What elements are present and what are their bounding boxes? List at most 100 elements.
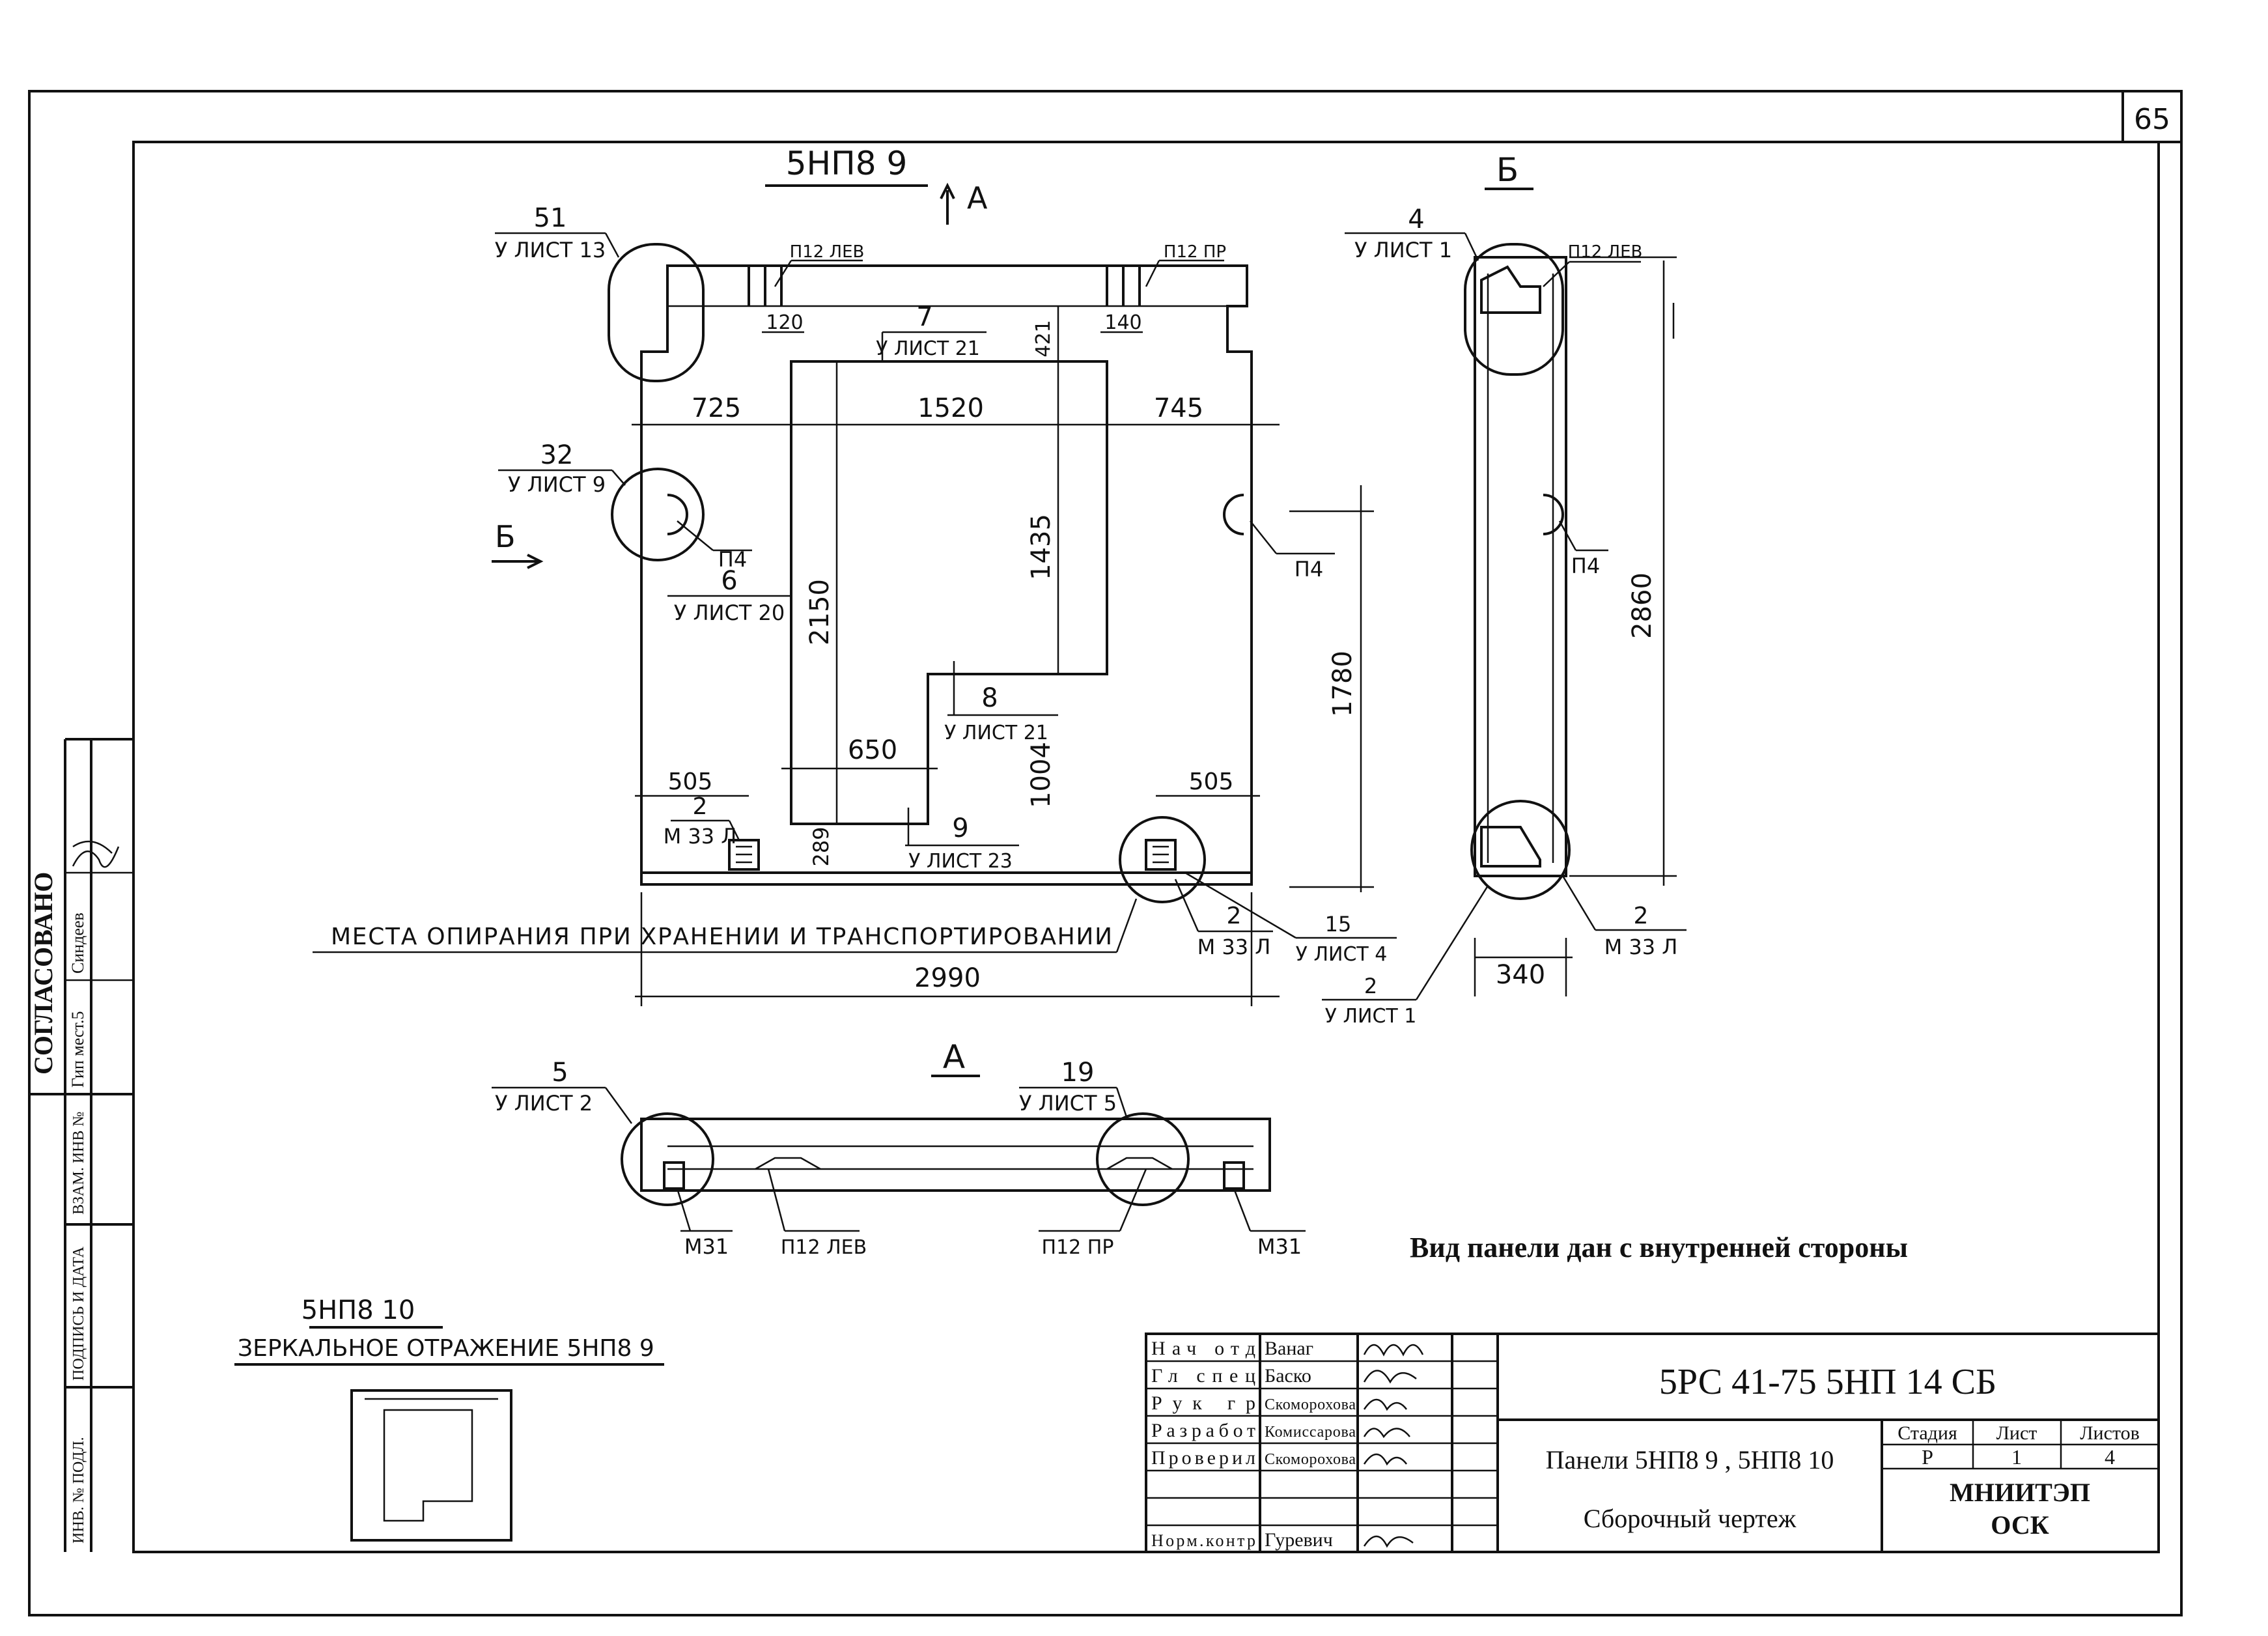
sheet-number: 65 — [2134, 103, 2170, 136]
tb-doc-type: Сборочный чертеж — [1584, 1504, 1797, 1533]
dim-1004: 1004 — [1026, 742, 1056, 808]
tb-signature-1 — [1363, 1370, 1417, 1384]
section-b: Б 4 У ЛИСТ 1 П12 ЛЕВ П4 2860 2 М 33 Л 34… — [1322, 151, 1687, 1028]
dim-289: 289 — [809, 826, 833, 866]
agreed-signature — [72, 840, 120, 868]
dim-1780: 1780 — [1328, 651, 1358, 717]
section-b-callout-2a-ref: М 33 Л — [1604, 935, 1678, 959]
section-b-callout-4-ref: У ЛИСТ 1 — [1354, 238, 1452, 262]
window-opening — [790, 360, 1108, 825]
callout-7-ref: У ЛИСТ 21 — [876, 337, 980, 360]
dim-745: 745 — [1154, 393, 1203, 423]
callout-9-ref: У ЛИСТ 23 — [908, 850, 1013, 873]
section-b-callout-4-num: 4 — [1408, 204, 1424, 234]
section-b-title: Б — [1496, 151, 1519, 189]
callout-2-right-num: 2 — [1227, 903, 1242, 929]
tb-description: Панели 5НП8 9 , 5НП8 10 — [1546, 1445, 1834, 1474]
tb-stage: Р — [1922, 1445, 1933, 1469]
callout-6-num: 6 — [721, 566, 737, 596]
tb-sheet: 1 — [2011, 1445, 2022, 1469]
tb-sheets-label: Листов — [2080, 1422, 2140, 1444]
tb-name-1: Баско — [1265, 1365, 1311, 1387]
callout-51-num: 51 — [534, 203, 567, 233]
dim-1435: 1435 — [1026, 514, 1056, 580]
detail-bubble-51 — [608, 243, 705, 382]
view-a-bubble-19 — [1096, 1112, 1190, 1206]
view-a-bubble-5 — [621, 1112, 714, 1206]
panel-outline — [640, 264, 1253, 886]
view-a-callout-5-num: 5 — [552, 1058, 568, 1088]
mirror-title: 5НП8 10 — [301, 1295, 415, 1325]
dim-650: 650 — [848, 735, 897, 765]
tb-signature-0 — [1363, 1344, 1424, 1357]
view-a-anchor-right — [1223, 1161, 1245, 1190]
callout-32-num: 32 — [540, 440, 574, 470]
callout-32-ref: У ЛИСТ 9 — [508, 472, 606, 497]
tb-org1: МНИИТЭП — [1950, 1478, 2090, 1507]
tb-role-0: Нач отд — [1151, 1338, 1255, 1359]
tb-role-7: Норм.контр — [1151, 1531, 1255, 1550]
support-note: МЕСТА ОПИРАНИЯ ПРИ ХРАНЕНИИ И ТРАНСПОРТИ… — [331, 924, 1112, 950]
tb-sheets: 4 — [2105, 1445, 2115, 1469]
view-a-anchor-left — [663, 1161, 685, 1190]
view-a-p12pr: П12 ПР — [1042, 1236, 1114, 1259]
section-b-body — [1474, 256, 1567, 877]
callout-6-ref: У ЛИСТ 20 — [674, 600, 785, 625]
agreed-label: СОГЛАСОВАНО — [29, 872, 58, 1075]
main-view: 5НП8 9 А 51 У ЛИСТ 13 — [313, 145, 1397, 1006]
view-a-callout-19-ref: У ЛИСТ 5 — [1019, 1091, 1117, 1116]
callout-2-left-num: 2 — [693, 793, 708, 820]
callout-7-num: 7 — [916, 302, 932, 332]
section-b-bottom-bubble — [1470, 800, 1571, 900]
callout-8-ref: У ЛИСТ 21 — [944, 722, 1048, 744]
view-a: А 5 У ЛИСТ 2 19 У ЛИСТ 5 М31 П12 ЛЕВ П12… — [492, 1038, 1306, 1259]
mirror-thumbnail — [350, 1389, 512, 1542]
tb-role-1: Гл спец — [1151, 1365, 1255, 1387]
view-a-callout-19-num: 19 — [1061, 1058, 1095, 1088]
tb-signature-7 — [1363, 1535, 1414, 1548]
view-a-callout-5-ref: У ЛИСТ 2 — [495, 1091, 593, 1116]
tb-name-4: Скоморохова — [1265, 1451, 1356, 1468]
dim-725: 725 — [692, 393, 741, 423]
mirror-subtitle: ЗЕРКАЛЬНОЕ ОТРАЖЕНИЕ 5НП8 9 — [238, 1335, 654, 1362]
section-b-callout-2b-num: 2 — [1364, 974, 1377, 998]
view-arrow-label: А — [967, 180, 988, 216]
side-stamp: СОГЛАСОВАНО Гип мест.5 Синдеев ВЗАМ. ИНВ… — [29, 738, 133, 1552]
mirror-variant: 5НП8 10 ЗЕРКАЛЬНОЕ ОТРАЖЕНИЕ 5НП8 9 — [234, 1295, 664, 1542]
anchor-left — [728, 839, 760, 871]
tb-org2: ОСК — [1991, 1510, 2049, 1540]
tb-signature-4 — [1363, 1453, 1407, 1466]
sign-date-label: ПОДПИСЬ И ДАТА — [70, 1246, 87, 1381]
sheet-number-box — [2121, 90, 2183, 143]
gip-label: Гип мест.5 — [68, 1011, 87, 1088]
tb-name-7: Гуревич — [1265, 1529, 1333, 1551]
view-note: Вид панели дан с внутренней стороны — [1410, 1232, 1908, 1263]
section-mark-b: Б — [495, 519, 516, 554]
tb-name-3: Комиссарова — [1265, 1424, 1356, 1441]
gip-name: Синдеев — [68, 912, 87, 974]
dim-505-right: 505 — [1189, 769, 1234, 795]
section-b-callout-2b-ref: У ЛИСТ 1 — [1325, 1005, 1417, 1028]
section-b-top-bubble — [1464, 243, 1564, 376]
detail-bubble-32 — [611, 468, 705, 561]
tb-code: 5РС 41-75 5НП 14 СБ — [1659, 1362, 1996, 1402]
section-b-dim-340: 340 — [1496, 960, 1545, 990]
anchor-right — [1145, 839, 1177, 871]
view-a-p12lev: П12 ЛЕВ — [781, 1236, 867, 1259]
callout-2-right-ref: М 33 Л — [1197, 935, 1271, 959]
tb-signature-2 — [1363, 1398, 1407, 1411]
section-b-p12lev: П12 ЛЕВ — [1568, 242, 1643, 262]
inv-podl-label: ИНВ. № ПОДЛ. — [70, 1437, 87, 1544]
section-b-dim-2860: 2860 — [1627, 572, 1657, 639]
title-block: Нач отд Ванаг Гл спец Баско Рук гр Скомо… — [1145, 1333, 2160, 1553]
callout-9-num: 9 — [952, 813, 968, 843]
dim-421: 421 — [1032, 320, 1055, 357]
tb-role-4: Проверил — [1151, 1447, 1255, 1469]
callout-51-ref: У ЛИСТ 13 — [495, 238, 606, 262]
outer-frame — [28, 90, 2183, 1616]
tb-name-0: Ванаг — [1265, 1338, 1313, 1359]
main-view-title: 5НП8 9 — [786, 145, 908, 182]
label-p12pr-top: П12 ПР — [1164, 242, 1226, 262]
dim-2150: 2150 — [805, 579, 835, 645]
